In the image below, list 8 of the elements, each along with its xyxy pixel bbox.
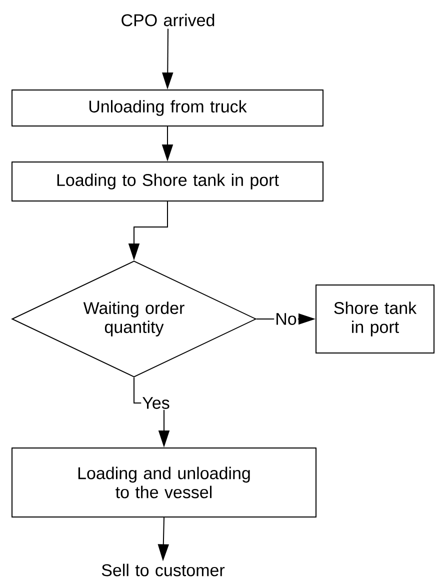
process-box: Loading to Shore tank in port [12,162,324,202]
edge-label: Yes [141,396,171,410]
flow-text: CPO arrived [122,14,214,26]
edge-label: No [274,312,298,326]
flow-text: Sell to customer [102,564,225,576]
process-box: Unloading from truck [12,90,324,126]
process-box: Shore tank in port [316,284,434,354]
process-box: Loading and unloading to the vessel [12,448,316,518]
